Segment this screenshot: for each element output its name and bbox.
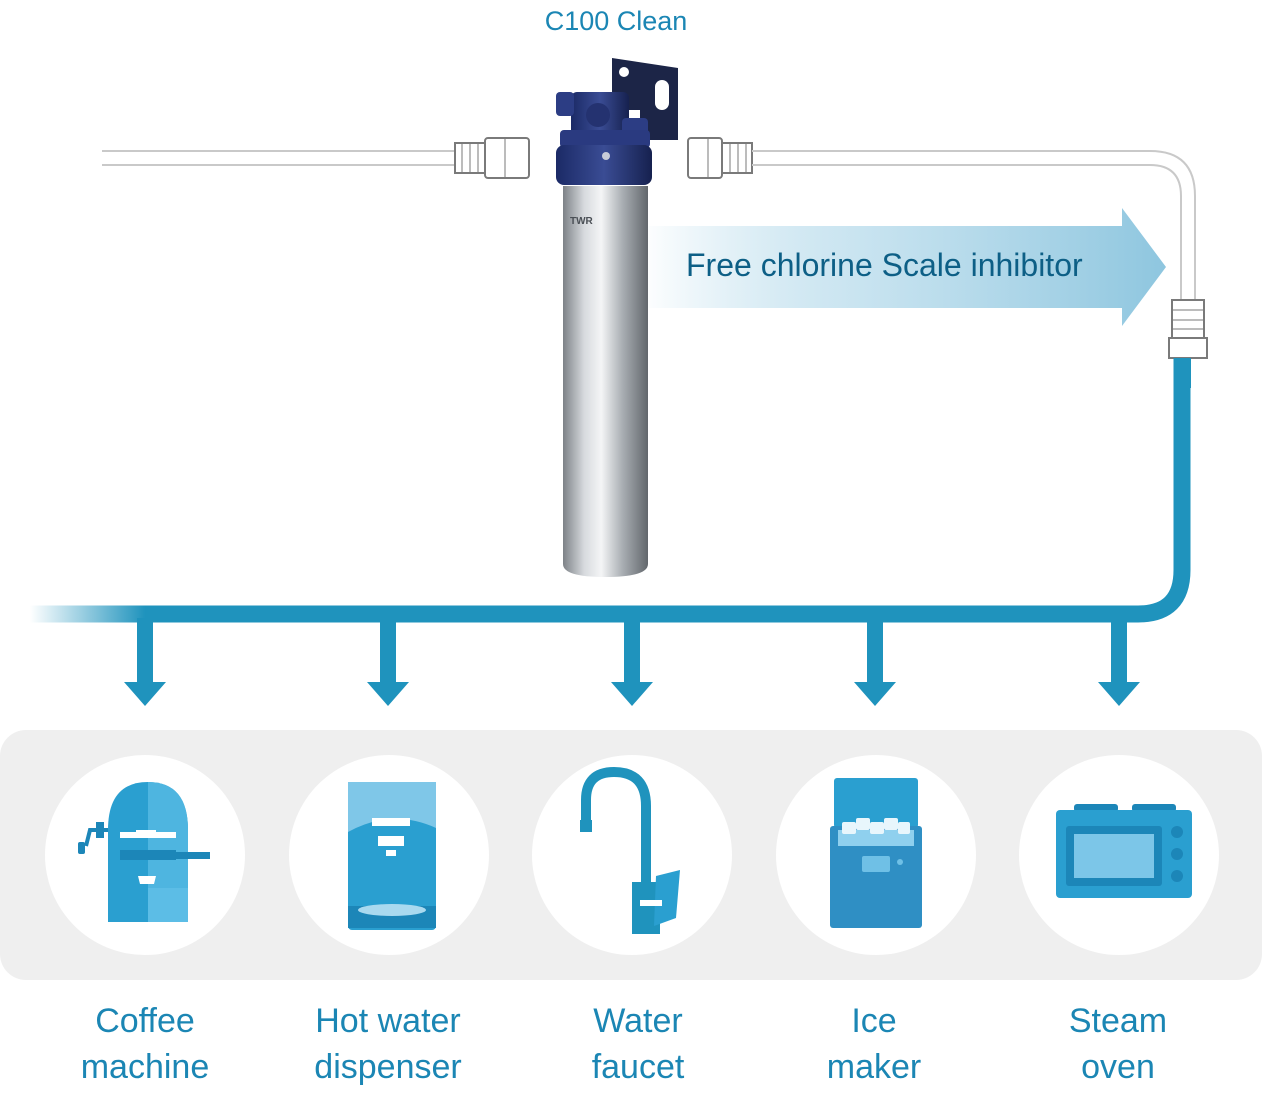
branch-arrow xyxy=(611,618,653,706)
filter-unit: TWR xyxy=(556,58,678,577)
branch-arrow xyxy=(367,618,409,706)
branch-arrow xyxy=(124,618,166,706)
product-title: C100 Clean xyxy=(544,6,688,36)
output-arrow xyxy=(640,208,1166,326)
branch-arrows xyxy=(124,618,1140,706)
supply-pipe xyxy=(30,358,1191,623)
filter-logo: TWR xyxy=(570,216,594,227)
output-label: Free chlorine Scale inhibitor xyxy=(686,247,1083,283)
coffee-machine-icon xyxy=(78,782,210,922)
water-dispenser-icon xyxy=(348,782,436,930)
ice-maker-icon xyxy=(830,778,922,928)
branch-arrow xyxy=(1098,618,1140,706)
steam-oven-icon xyxy=(1056,804,1192,898)
inlet-pipe xyxy=(102,137,530,179)
faucet-icon xyxy=(580,766,680,934)
outlet-pipe xyxy=(687,137,1208,359)
branch-arrow xyxy=(854,618,896,706)
